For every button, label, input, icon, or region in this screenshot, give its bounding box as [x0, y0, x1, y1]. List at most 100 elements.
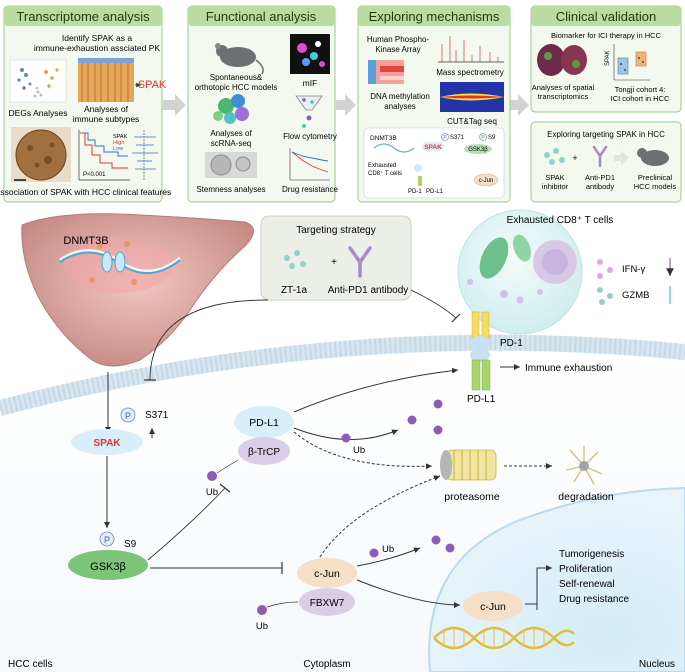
methylation-heatmap — [368, 60, 404, 84]
preclinical-mouse-icon — [637, 148, 669, 166]
mass-spec-plot — [438, 36, 504, 63]
outcome-1: Tumorigenesis — [559, 549, 624, 560]
ihc-tissue-image — [11, 127, 71, 182]
mini-s371: S371 — [450, 135, 465, 141]
stemness-image — [205, 152, 257, 178]
inhibitor-label-1: SPAK — [545, 173, 564, 182]
spatial-tissue-image — [537, 44, 587, 76]
mini-mechanism: DNMT3B SPAK P S371 GSK3β P S9 Exhausted … — [363, 127, 505, 199]
ub-ball-pdl1 — [207, 471, 217, 481]
antibody-label: Anti-PD1 antibody — [328, 285, 409, 296]
km-legend-title: SPAK — [113, 134, 128, 140]
anti-pd1-antibody-icon — [348, 246, 372, 278]
panel-transcriptome: Transcriptome analysis Identify SPAK as … — [0, 5, 171, 203]
zt1a-label: ZT-1a — [281, 285, 308, 296]
mouse-icon — [215, 43, 264, 75]
dna-label-2: analyses — [384, 102, 416, 111]
dna-label-1: DNA methylation — [370, 92, 430, 101]
scrna-umap — [213, 94, 249, 124]
antibody-label-2: antibody — [586, 182, 615, 191]
forest-plot — [132, 130, 158, 180]
panel-arrow-3 — [510, 94, 529, 116]
subtypes-label-2: immune subtypes — [73, 114, 140, 124]
mini-s9: S9 — [488, 135, 496, 141]
panel-arrow-1 — [163, 94, 186, 116]
t-cell — [457, 209, 583, 335]
cjun-to-proteasome — [319, 475, 441, 558]
panel-functional: Functional analysis Spontaneous& orthoto… — [187, 5, 339, 203]
targeting-plus: + — [572, 153, 577, 163]
kinase-label-2: Kinase Array — [375, 45, 420, 54]
biomarker-label: Biomarker for ICI therapy in HCC — [551, 31, 662, 40]
antibody-icon — [592, 145, 608, 168]
gzmb-label: GZMB — [622, 290, 649, 301]
pdl1-node — [234, 406, 294, 438]
panel-targeting: Exploring targeting SPAK in HCC SPAK inh… — [530, 121, 682, 203]
degs-label: DEGs Analyses — [8, 108, 67, 118]
pd1-pdl1-complex — [470, 311, 491, 391]
panel-mechanisms: Exploring mechanisms Human Phospho- Kina… — [357, 5, 511, 203]
ub-ball-cjun — [257, 605, 267, 615]
subtype-heatmap — [78, 58, 134, 102]
ub-label-pdl1: Ub — [206, 487, 218, 498]
targeting-strategy-box: Targeting strategy + ZT-1a Anti-PD1 anti… — [260, 215, 412, 301]
cut-label: CUT&Tag seq — [447, 117, 497, 126]
dna-helix — [433, 626, 575, 650]
cytoplasm-label: Cytoplasm — [303, 659, 350, 670]
drug-label: Drug resistance — [282, 185, 339, 194]
pdl1-to-membrane-arrow — [293, 367, 459, 413]
p-label-s371: P — [125, 411, 131, 421]
ifn-label: IFN-γ — [622, 264, 645, 275]
degradation-label: degradation — [558, 491, 614, 503]
p-label-s9: P — [104, 535, 110, 545]
cjun-ub-arrow — [356, 547, 421, 567]
panel-title-transcriptome: Transcriptome analysis — [16, 9, 150, 24]
fbxw7-node — [299, 588, 355, 616]
km-curve: SPAK High Low P<0.001 — [78, 130, 130, 181]
mini-exhausted-1: Exhausted — [368, 163, 396, 169]
btrcp-node — [238, 437, 290, 465]
s9-label: S9 — [124, 539, 137, 550]
tongji-label-1: Tongji cohort 4: — [615, 85, 666, 94]
mini-pdl1: PD-L1 — [426, 189, 444, 195]
btrcp-label: β-TrCP — [248, 447, 280, 458]
km-legend-high: High — [113, 140, 124, 146]
pd1-label: PD-1 — [500, 338, 523, 349]
stemness-label: Stemness analyses — [196, 185, 265, 194]
mini-dnmt3b: DNMT3B — [370, 135, 397, 142]
outcome-4: Drug resistance — [559, 594, 629, 605]
pdl1-label: PD-L1 — [467, 394, 496, 405]
panel-title-mechanisms: Exploring mechanisms — [369, 9, 500, 24]
spatial-label-1: Analyses of spatial — [532, 83, 595, 92]
ub-ball-cluster-1a — [341, 433, 351, 443]
mini-exhausted-2: CD8⁺ T cells — [368, 170, 402, 177]
mass-label: Mass spectrometry — [436, 68, 504, 77]
ub-released-1 — [407, 399, 443, 435]
ub-label-cluster-2: Ub — [382, 544, 394, 555]
km-pvalue: P<0.001 — [83, 172, 106, 178]
mini-pd1: PD-1 — [408, 189, 422, 195]
kinase-label-1: Human Phospho- — [367, 35, 430, 44]
preclinical-label-2: HCC models — [634, 182, 677, 191]
immune-exhaustion-label: Immune exhaustion — [525, 363, 612, 374]
ub-label-cluster-1: Ub — [353, 445, 365, 456]
p-circle-s9 — [99, 531, 115, 547]
models-label-1: Spontaneous& — [210, 73, 263, 82]
nucleus-label: Nucleus — [639, 659, 675, 670]
spatial-label-2: transcriptomics — [538, 92, 589, 101]
cjun-to-nucleus — [356, 579, 461, 608]
strategy-plus: + — [331, 257, 337, 268]
spak-highlight: SPAK — [138, 79, 167, 91]
targeting-title: Exploring targeting SPAK in HCC — [547, 130, 665, 139]
nucleus — [428, 486, 685, 672]
assoc-label: Association of SPAK with HCC clinical fe… — [0, 187, 171, 197]
cjun-nucleus-label: c-Jun — [480, 601, 506, 613]
models-label-2: orthotopic HCC models — [195, 83, 278, 92]
mini-cjun: c-Jun — [479, 178, 494, 184]
scrna-label-2: scRNA-seq — [211, 139, 251, 148]
cjun-nucleus-node — [463, 591, 523, 621]
drug-resistance-chart — [289, 148, 330, 181]
targeting-arrow — [614, 151, 629, 165]
ub-cjun-cluster — [369, 535, 455, 558]
